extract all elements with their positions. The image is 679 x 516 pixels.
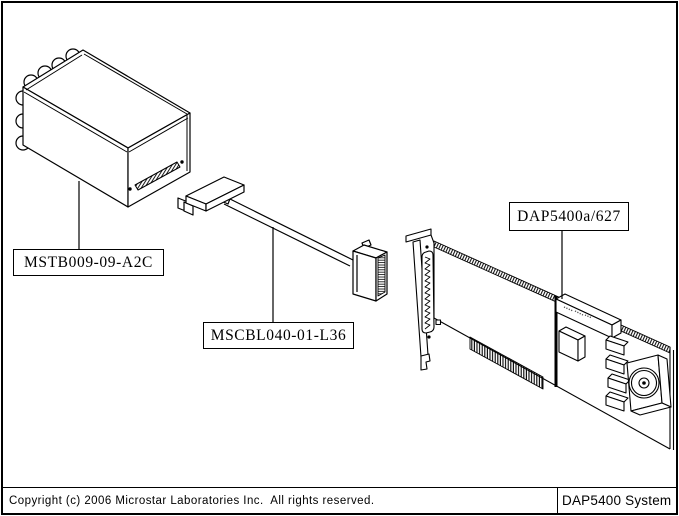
dap-board-drawing <box>405 228 675 450</box>
callout-terminal-board: MSTB009-09-A2C <box>13 249 164 276</box>
callout-terminal-board-label: MSTB009-09-A2C <box>24 253 153 271</box>
cable-drawing <box>177 176 388 302</box>
footer-bar: Copyright (c) 2006 Microstar Laboratorie… <box>3 487 676 513</box>
mounting-bracket <box>405 228 442 371</box>
terminal-connector <box>128 160 184 191</box>
callout-cable: MSCBL040-01-L36 <box>203 322 354 349</box>
dsub-pins <box>424 256 431 330</box>
cable-wire <box>227 197 354 261</box>
system-title: DAP5400 System <box>562 493 672 508</box>
bracket-dsub-connector <box>421 250 435 334</box>
cable-hood-connector <box>177 176 245 216</box>
title-block: DAP5400 System <box>557 487 676 513</box>
pcb-edge-fingers <box>469 336 544 390</box>
pcb-body <box>434 241 670 449</box>
terminal-board-drawing <box>15 48 191 208</box>
terminal-lid-seams <box>23 53 189 171</box>
oscillator-component <box>626 354 672 416</box>
callout-dap-board: DAP5400a/627 <box>509 202 629 231</box>
copyright-text: Copyright (c) 2006 Microstar Laboratorie… <box>9 494 375 507</box>
pcb-components <box>555 293 672 416</box>
callout-cable-label: MSCBL040-01-L36 <box>210 326 347 344</box>
callout-dap-board-label: DAP5400a/627 <box>517 207 621 225</box>
chip-column <box>605 335 631 412</box>
cable-plug-connector <box>352 239 388 302</box>
